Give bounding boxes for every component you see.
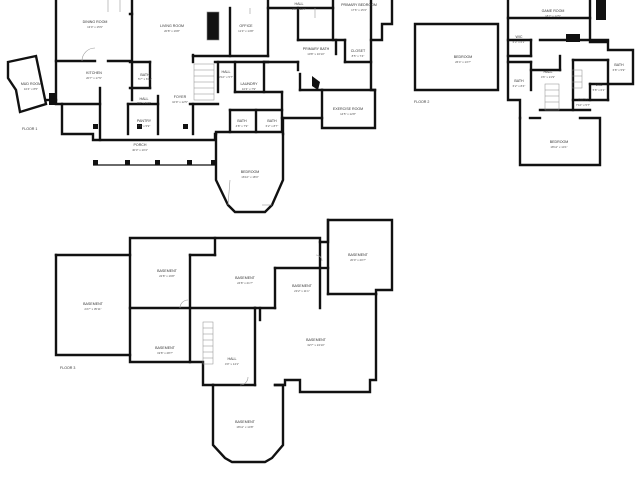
room-dims-pantry: 7'1" x 5'9": [138, 124, 151, 128]
room-label-basement-2: BASEMENT: [235, 276, 256, 280]
room-dims-hall-f2: 4'6" x 21'9": [541, 75, 555, 79]
room-dims-basement-7: 32'7" x 24'10": [307, 343, 324, 347]
room-label-basement-5: BASEMENT: [83, 302, 104, 306]
room-label-hall-f3: HALL: [228, 357, 237, 361]
room-label-bath-f1-c: BATH: [267, 119, 277, 123]
room-dims-basement-3: 20'0" x 20'7": [350, 258, 366, 262]
room-label-primary-bath: PRIMARY BATH: [303, 47, 330, 51]
room-dims-bath-f2-b: 6'8" x 5'9": [613, 68, 626, 72]
floor-3-label: FLOOR 3: [60, 366, 75, 370]
room-dims-bath-f1-b: 4'8" x 7'9": [236, 124, 249, 128]
room-dims-bath-f2-c: 7'10" x 5'7": [576, 103, 590, 107]
room-dims-hall-f3: 4'0" x 14'1": [225, 362, 239, 366]
room-label-bedroom-f2-bottom: BEDROOM: [550, 140, 569, 144]
room-dims-primary-bedroom: 17'6" x 15'3": [351, 8, 367, 12]
room-label-primary-bedroom: PRIMARY BEDROOM: [341, 3, 377, 7]
room-label-bath-f2-b: BATH: [614, 63, 624, 67]
room-dims-bedroom-f2-bottom: 18'11" x 14'1": [550, 145, 567, 149]
room-label-hall-f1-c: HALL: [222, 70, 231, 74]
floor-2-plan: [413, 0, 635, 167]
room-dims-hall-f1-b: 3'3" x 11'6": [137, 101, 151, 105]
room-label-wic: WIC: [516, 35, 523, 39]
room-dims-mud-room: 10'4" x 8'5": [24, 87, 38, 91]
room-label-game-room: GAME ROOM: [542, 9, 565, 13]
floor-3-plan: [54, 218, 394, 464]
room-label-basement-6: BASEMENT: [155, 346, 176, 350]
floor-2-label: FLOOR 2: [414, 100, 429, 104]
floor-1-label: FLOOR 1: [22, 127, 37, 131]
room-label-bedroom-f1: BEDROOM: [241, 170, 260, 174]
room-label-laundry: LAUNDRY: [240, 82, 258, 86]
room-label-basement-7: BASEMENT: [306, 338, 327, 342]
room-dims-exercise-room: 14'5" x 12'8": [340, 112, 356, 116]
room-label-bath-f1-a: BATH: [140, 73, 150, 77]
room-dims-game-room: 18'7" x 12'5": [545, 14, 561, 18]
room-dims-kitchen: 20'7" x 17'9": [86, 76, 102, 80]
room-label-office: OFFICE: [239, 24, 253, 28]
room-label-foyer: FOYER: [174, 95, 187, 99]
room-label-basement-3: BASEMENT: [348, 253, 369, 257]
room-label-porch: PORCH: [134, 143, 147, 147]
room-label-hall-f1-b: HALL: [140, 97, 149, 101]
room-label-mud-room: MUD ROOM: [21, 82, 41, 86]
room-label-basement-8: BASEMENT: [235, 420, 256, 424]
room-dims-bath-f2-a: 6'2" x 8'4": [513, 84, 526, 88]
room-label-closet: CLOSET: [351, 49, 366, 53]
room-label-exercise-room: EXERCISE ROOM: [333, 107, 363, 111]
room-dims-bath-f1-a: 5'7" x 6'11": [138, 77, 152, 81]
room-dims-wic-f2-b: 5'8" x 6'1": [593, 88, 606, 92]
room-dims-wic: 6'3" x 6'1": [513, 40, 526, 44]
room-label-hall-f2: HALL: [544, 70, 553, 74]
room-dims-bedroom-f2-left: 26'4" x 13'7": [455, 60, 471, 64]
room-label-basement-1: BASEMENT: [157, 269, 178, 273]
room-dims-bath-f1-c: 6'2" x 8'7": [266, 124, 279, 128]
room-label-bedroom-f2-left: BEDROOM: [454, 55, 473, 59]
room-dims-primary-bath: 10'8" x 16'10": [307, 52, 324, 56]
floor-1-plan: [6, 0, 394, 214]
room-dims-closet: 8'5" x 7'4": [352, 54, 365, 58]
room-dims-dining-room: 13'0" x 15'9": [87, 25, 103, 29]
room-label-kitchen: KITCHEN: [86, 71, 102, 75]
room-label-wic-f2-b: WIC: [596, 83, 603, 87]
room-label-dining-room: DINING ROOM: [83, 20, 108, 24]
room-labels: DINING ROOM 13'0" x 15'9" LIVING ROOM 20…: [21, 2, 626, 429]
room-dims-basement-8: 18'11" x 14'8": [236, 425, 253, 429]
room-dims-basement-1: 22'8" x 19'8": [159, 274, 175, 278]
room-dims-hall-f1-c: 3'10" x 5'7": [219, 75, 233, 79]
room-dims-porch: 40'3" x 10'4": [132, 148, 148, 152]
room-label-living-room: LIVING ROOM: [160, 24, 184, 28]
room-dims-foyer: 10'9" x 12'5": [172, 100, 188, 104]
room-dims-laundry: 10'3" x 7'9": [242, 87, 256, 91]
room-dims-basement-6: 19'8" x 28'7": [157, 351, 173, 355]
room-dims-basement-4: 23'2" x 11'1": [294, 289, 310, 293]
room-dims-living-room: 20'8" x 19'8": [164, 29, 180, 33]
room-dims-hall-f1-top: 3'6" x 12'4": [292, 7, 306, 11]
room-label-bath-f2-c: BATH: [578, 98, 588, 102]
room-label-pantry: PANTRY: [137, 119, 152, 123]
room-label-bath-f1-b: BATH: [237, 119, 247, 123]
room-dims-basement-2: 24'8" x 21'7": [237, 281, 253, 285]
room-dims-basement-5: 24'7" x 35'11": [84, 307, 101, 311]
room-label-hall-f1-top: HALL: [295, 2, 304, 6]
room-dims-bedroom-f1: 16'10" x 18'0": [241, 175, 258, 179]
room-dims-office: 11'3" x 14'8": [238, 29, 254, 33]
room-label-basement-4: BASEMENT: [292, 284, 313, 288]
room-label-bath-f2-a: BATH: [514, 79, 524, 83]
